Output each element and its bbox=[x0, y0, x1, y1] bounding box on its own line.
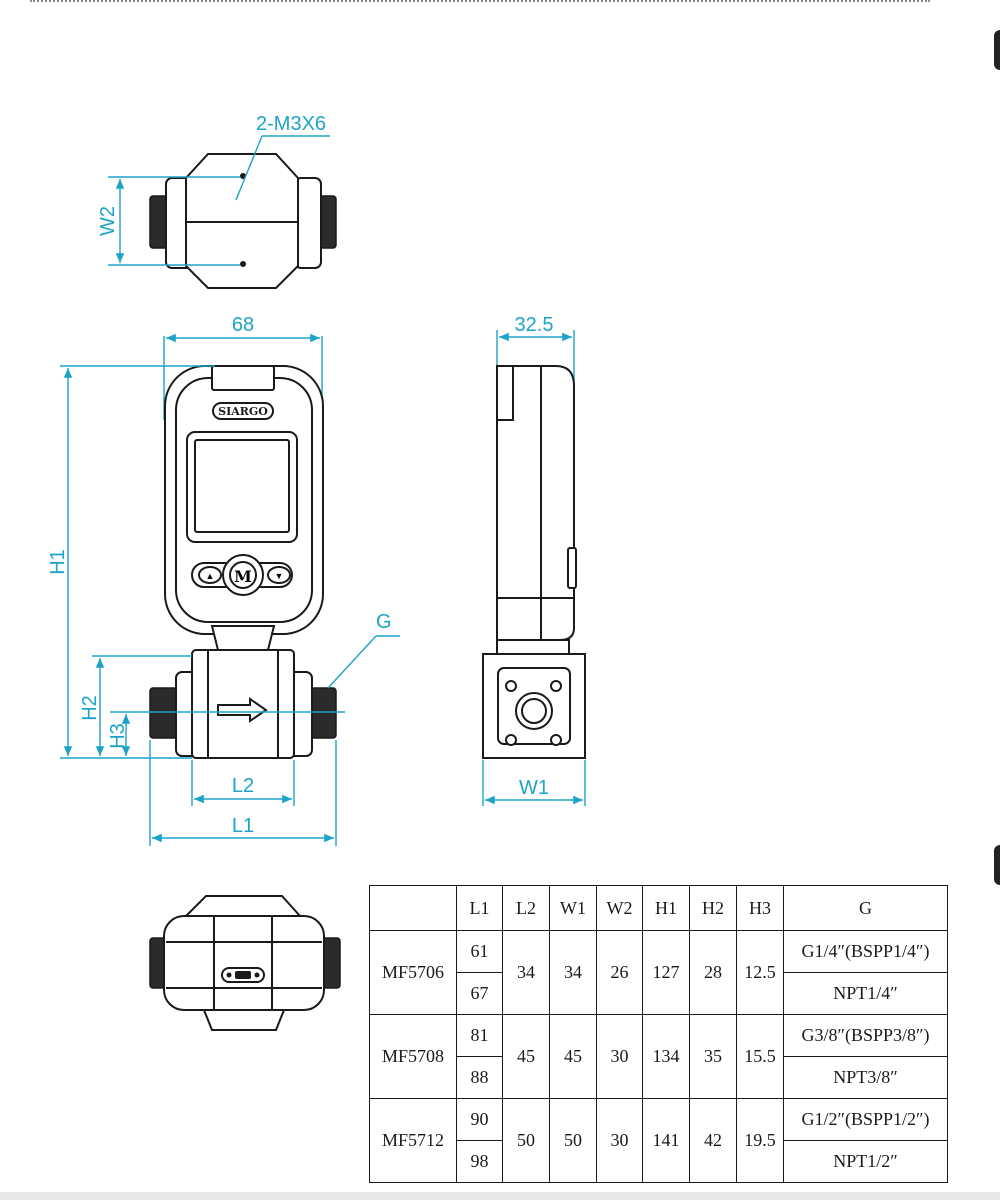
header-cell: H2 bbox=[689, 885, 737, 931]
brand-logo: SIARGO bbox=[218, 405, 268, 418]
model-cell: MF5706 bbox=[369, 930, 457, 1015]
w2-cell: 30 bbox=[596, 1014, 643, 1099]
g-cell: NPT1/2″ bbox=[783, 1140, 948, 1183]
top-view: W2 2-M3X6 bbox=[97, 113, 337, 289]
mode-button-label: M bbox=[234, 567, 252, 586]
header-cell: W2 bbox=[596, 885, 643, 931]
h3-cell: 12.5 bbox=[736, 930, 784, 1015]
h2-cell: 42 bbox=[689, 1098, 737, 1183]
dim-mount-holes-label: 2-M3X6 bbox=[256, 113, 326, 135]
g-cell: G1/2″(BSPP1/2″) bbox=[783, 1098, 948, 1141]
header-cell: W1 bbox=[549, 885, 597, 931]
l2-cell: 34 bbox=[502, 930, 550, 1015]
g-cell: NPT3/8″ bbox=[783, 1056, 948, 1099]
g-cell: G1/4″(BSPP1/4″) bbox=[783, 930, 948, 973]
table-row: MF5712 90 50 50 30 141 42 19.5 G1/2″(BSP… bbox=[369, 1098, 948, 1183]
dim-h2-label: H2 bbox=[79, 695, 101, 721]
dim-32-5-label: 32.5 bbox=[515, 314, 554, 336]
header-cell: L2 bbox=[502, 885, 550, 931]
dim-h3-label: H3 bbox=[107, 723, 129, 749]
up-button-symbol: ▲ bbox=[206, 571, 215, 581]
dim-g-label: G bbox=[376, 611, 392, 633]
table-row: MF5708 81 45 45 30 134 35 15.5 G3/8″(BSP… bbox=[369, 1014, 948, 1099]
w1-cell: 50 bbox=[549, 1098, 597, 1183]
dim-68-label: 68 bbox=[232, 314, 254, 336]
edge-marker-bottom bbox=[994, 845, 1000, 885]
top-dotted-border bbox=[30, 0, 930, 4]
l2-cell: 50 bbox=[502, 1098, 550, 1183]
h3-cell: 19.5 bbox=[736, 1098, 784, 1183]
w2-cell: 26 bbox=[596, 930, 643, 1015]
h3-cell: 15.5 bbox=[736, 1014, 784, 1099]
h1-cell: 127 bbox=[642, 930, 690, 1015]
g-cell: NPT1/4″ bbox=[783, 972, 948, 1015]
spec-table: L1 L2 W1 W2 H1 H2 H3 G MF5706 61 34 34 2… bbox=[369, 885, 948, 1183]
h2-cell: 28 bbox=[689, 930, 737, 1015]
dim-l1-label: L1 bbox=[232, 815, 254, 837]
side-view: 32.5 W1 bbox=[482, 314, 586, 806]
h1-cell: 134 bbox=[642, 1014, 690, 1099]
bottom-view bbox=[149, 895, 341, 1031]
w1-cell: 45 bbox=[549, 1014, 597, 1099]
l1-cell: 67 bbox=[456, 972, 503, 1015]
table-row: MF5706 61 34 34 26 127 28 12.5 G1/4″(BSP… bbox=[369, 930, 948, 1015]
dim-h1-label: H1 bbox=[47, 549, 69, 575]
header-cell: L1 bbox=[456, 885, 503, 931]
model-cell: MF5712 bbox=[369, 1098, 457, 1183]
down-button-symbol: ▼ bbox=[275, 571, 284, 581]
edge-marker-top bbox=[994, 30, 1000, 70]
l1-cell: 90 bbox=[456, 1098, 503, 1141]
dim-w1-label: W1 bbox=[519, 777, 549, 799]
h2-cell: 35 bbox=[689, 1014, 737, 1099]
l1-cell: 61 bbox=[456, 930, 503, 973]
model-cell: MF5708 bbox=[369, 1014, 457, 1099]
w2-cell: 30 bbox=[596, 1098, 643, 1183]
header-cell bbox=[369, 885, 457, 931]
front-view: 68 SIARGO M ▲ ▼ H1 bbox=[47, 314, 400, 846]
table-header-row: L1 L2 W1 W2 H1 H2 H3 G bbox=[369, 885, 948, 931]
table-row: 67 NPT1/4″ bbox=[370, 972, 948, 1015]
table-row: 98 NPT1/2″ bbox=[370, 1140, 948, 1183]
header-cell: G bbox=[783, 885, 948, 931]
g-cell: G3/8″(BSPP3/8″) bbox=[783, 1014, 948, 1057]
l1-cell: 81 bbox=[456, 1014, 503, 1057]
dim-l2-label: L2 bbox=[232, 775, 254, 797]
header-cell: H3 bbox=[736, 885, 784, 931]
table-row: 88 NPT3/8″ bbox=[370, 1056, 948, 1099]
h1-cell: 141 bbox=[642, 1098, 690, 1183]
header-cell: H1 bbox=[642, 885, 690, 931]
w1-cell: 34 bbox=[549, 930, 597, 1015]
l1-cell: 98 bbox=[456, 1140, 503, 1183]
l2-cell: 45 bbox=[502, 1014, 550, 1099]
dim-w2-label: W2 bbox=[97, 206, 119, 236]
l1-cell: 88 bbox=[456, 1056, 503, 1099]
bottom-scrollbar bbox=[0, 1192, 1000, 1200]
